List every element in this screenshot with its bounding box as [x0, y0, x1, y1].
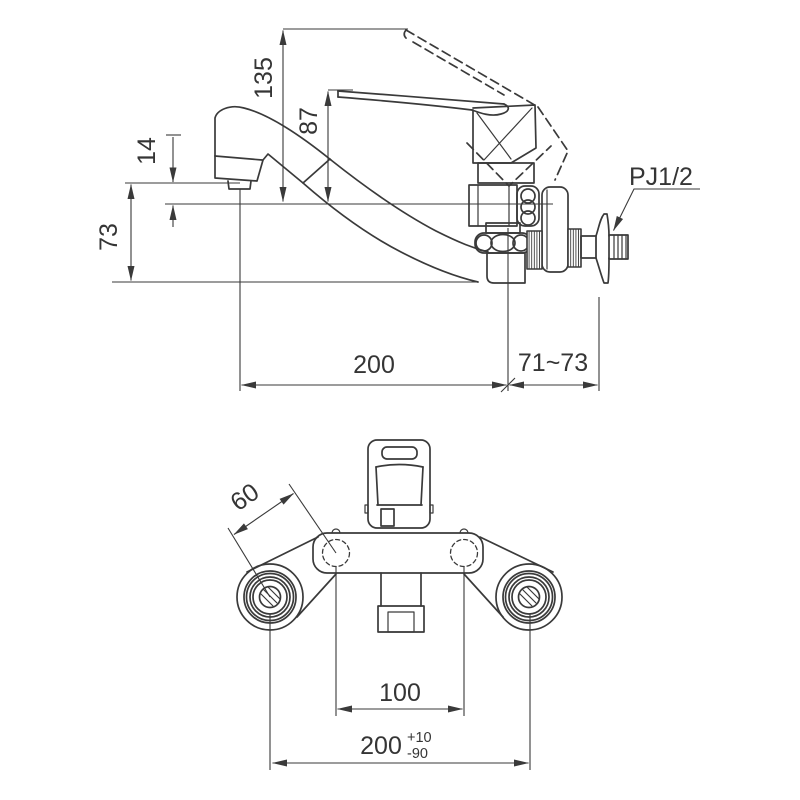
dim-height-below: 73	[95, 223, 123, 251]
wall-connection	[526, 186, 629, 284]
dim-height-total: 135	[250, 57, 278, 99]
connection-label: PJ1/2	[629, 163, 693, 191]
spout-arm	[302, 159, 489, 283]
dim-eccentric-length: 60	[225, 478, 264, 517]
handle-front	[364, 439, 434, 529]
dim-pitch-tol-minus: -90	[407, 746, 428, 762]
dim-wall-offset: 71~73	[518, 349, 588, 377]
dimension-lines	[112, 28, 700, 770]
dimension-labels: 135 87 14 73 200 71~73 PJ1/2 60 100 200 …	[95, 57, 693, 762]
spout-front	[377, 572, 425, 633]
side-view	[214, 29, 629, 284]
front-view	[236, 439, 563, 633]
dim-center-spacing: 100	[379, 679, 421, 707]
dim-pitch: 200	[360, 732, 402, 760]
body-bar	[312, 528, 484, 574]
dim-spout-drop: 14	[133, 137, 161, 165]
dim-height-handle: 87	[295, 107, 323, 135]
dim-reach: 200	[353, 351, 395, 379]
dim-pitch-tol-plus: +10	[407, 730, 432, 746]
wall-flange-right	[495, 563, 563, 631]
lever-handle	[337, 90, 537, 164]
